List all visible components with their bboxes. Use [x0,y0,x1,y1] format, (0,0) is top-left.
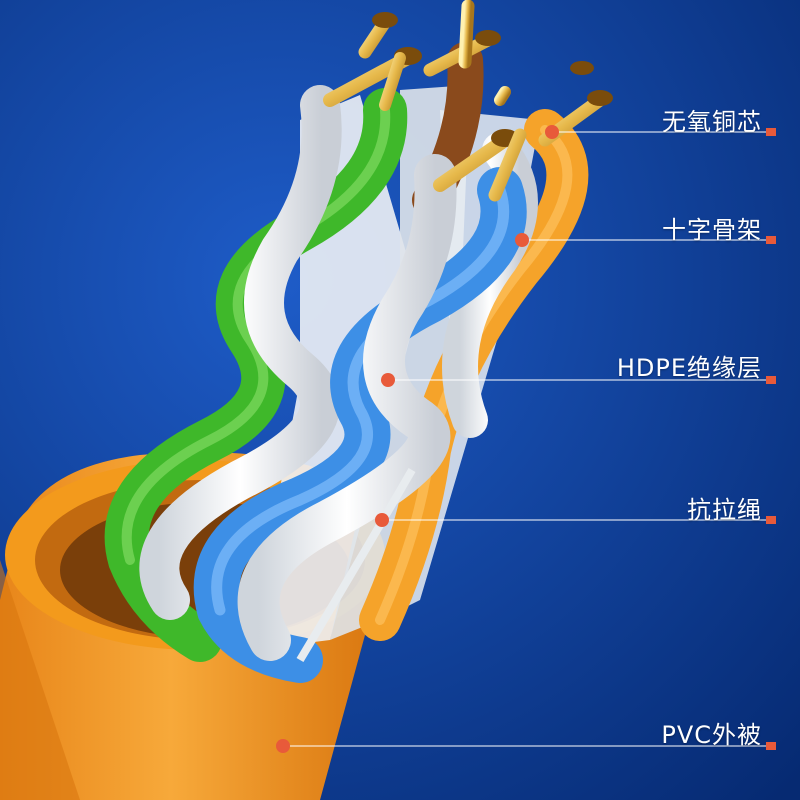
label-hdpe-insulation: HDPE绝缘层 [616,354,762,382]
label-cross-separator: 十字骨架 [662,216,762,244]
callout-dot-rope [375,513,389,527]
callout-dot-cross [515,233,529,247]
callout-dot-hdpe [381,373,395,387]
callout-dot-pvc [276,739,290,753]
label-rip-cord: 抗拉绳 [687,496,762,524]
label-pvc-jacket: PVC外被 [661,721,762,749]
callout-dot-copper [545,125,559,139]
green-pair [104,85,408,662]
label-copper-core: 无氧铜芯 [662,108,762,136]
copper-conductors [323,0,613,202]
rip-cord [296,467,416,663]
blue-pair [193,154,527,683]
callout-lines [276,125,776,753]
